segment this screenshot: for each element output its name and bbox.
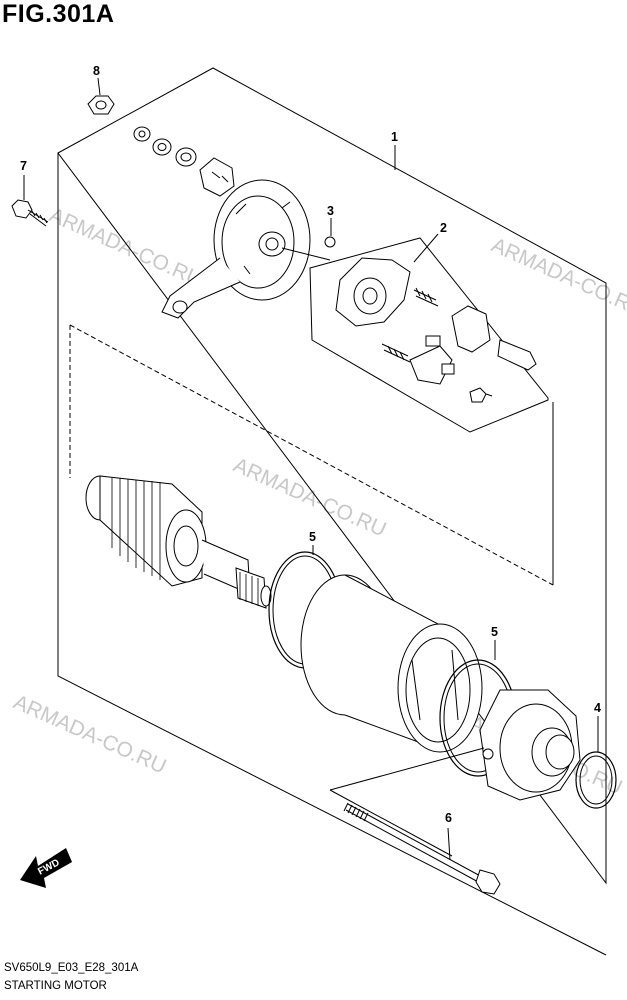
cover-washers bbox=[133, 126, 235, 197]
figure-name: STARTING MOTOR bbox=[4, 980, 107, 992]
callout-5-right: 5 bbox=[491, 625, 498, 639]
armature-part bbox=[85, 475, 272, 609]
figure-title: FIG.301A bbox=[2, 0, 115, 28]
watermark-2: ARMADA-CO.RU bbox=[46, 204, 206, 292]
watermark-3: ARMADA-CO.RU bbox=[230, 454, 390, 542]
bolt-7-part bbox=[11, 175, 49, 227]
yoke-part bbox=[300, 574, 483, 753]
callout-7: 7 bbox=[20, 159, 27, 173]
callout-1: 1 bbox=[391, 130, 398, 144]
callout-2: 2 bbox=[440, 221, 447, 235]
callout-4: 4 bbox=[594, 701, 601, 715]
brush-holder-box bbox=[309, 237, 549, 433]
o-ring-4-part bbox=[575, 716, 617, 809]
callout-5-left: 5 bbox=[309, 530, 316, 544]
figure-code: SV650L9_E03_E28_301A bbox=[4, 962, 139, 974]
callout-8: 8 bbox=[93, 64, 100, 78]
front-cover-part bbox=[479, 689, 581, 801]
brush-holder-part bbox=[335, 233, 537, 403]
long-bolt-6-part bbox=[329, 747, 501, 895]
callout-6: 6 bbox=[445, 811, 452, 825]
end-cover-part bbox=[161, 179, 331, 319]
fwd-arrow-icon: FWD bbox=[20, 848, 72, 888]
watermark-4: ARMADA-CO.RU bbox=[10, 691, 170, 779]
nut-part bbox=[87, 77, 115, 115]
washer-3-part bbox=[324, 218, 336, 248]
callout-3: 3 bbox=[327, 204, 334, 218]
